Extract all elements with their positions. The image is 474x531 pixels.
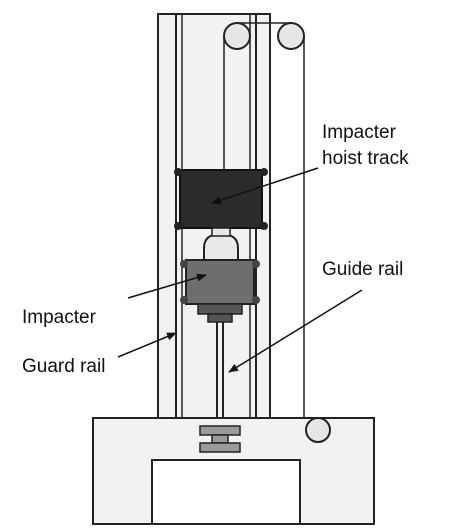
impacter-hoist-track — [174, 168, 268, 230]
arrow-guard-rail — [117, 332, 177, 358]
base — [92, 417, 375, 525]
label-guide-rail: Guide rail — [322, 259, 403, 280]
release-hook — [203, 227, 239, 261]
arrow-guide-rail — [228, 289, 363, 373]
arrow-impacter — [127, 273, 207, 299]
leader-arrows — [117, 167, 363, 373]
impacter-block — [180, 259, 260, 323]
guide-rod — [216, 322, 224, 420]
label-guard-rail: Guard rail — [22, 356, 105, 377]
bottom-pulley — [305, 417, 331, 443]
arrow-hoist-track — [211, 167, 319, 204]
label-hoist-line2: hoist track — [322, 148, 409, 169]
label-hoist-line1: Impacter — [322, 122, 397, 143]
label-impacter: Impacter — [22, 307, 97, 328]
